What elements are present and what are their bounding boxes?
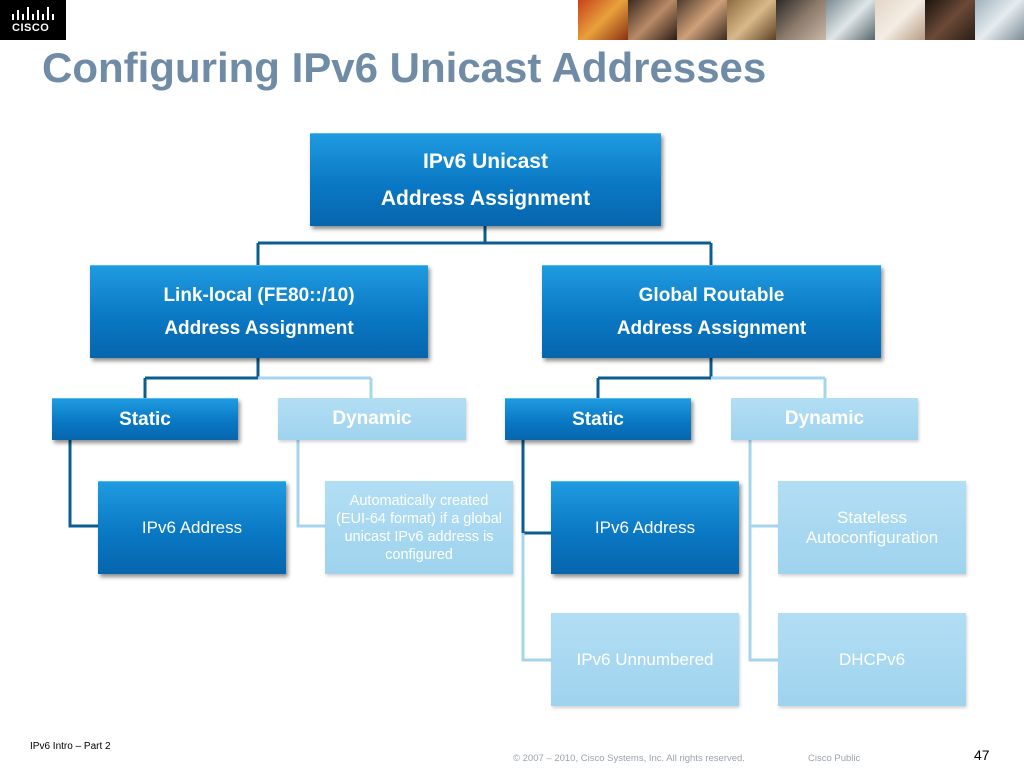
link-local-line2: Address Assignment	[164, 318, 354, 339]
link-local-dynamic-leaf-text: Automatically created (EUI-64 format) if…	[335, 492, 502, 563]
page-title: Configuring IPv6 Unicast Addresses	[42, 44, 767, 91]
global-dynamic-label: Dynamic	[784, 408, 865, 429]
logo-text: CISCO	[12, 22, 50, 34]
cisco-logo: CISCO	[0, 0, 66, 40]
photo-tile	[627, 0, 678, 40]
global-dynamic-leaf-dhcpv6: DHCPv6	[778, 613, 966, 706]
global-static-leaf-unnumbered: IPv6 Unnumbered	[551, 613, 739, 706]
global-routable-box: Global Routable Address Assignment	[542, 265, 881, 358]
photo-tile	[578, 0, 628, 40]
root-line2: Address Assignment	[380, 187, 591, 210]
footer-section-label: IPv6 Intro – Part 2	[30, 741, 111, 752]
link-local-dynamic-box: Dynamic	[278, 398, 466, 440]
photo-tile	[726, 0, 777, 40]
global-dynamic-leaf-slaac-text: Stateless Autoconfiguration	[805, 507, 939, 547]
global-static-leaf-unnumbered-text: IPv6 Unnumbered	[576, 649, 714, 669]
connector-link-local	[143, 358, 373, 398]
global-line2: Address Assignment	[616, 318, 807, 339]
root-line1: IPv6 Unicast	[423, 150, 548, 173]
footer-classification: Cisco Public	[808, 753, 861, 764]
global-static-box: Static	[505, 398, 691, 440]
connector-leaves	[68, 440, 778, 662]
photo-tile	[677, 0, 727, 40]
photo-tile	[924, 0, 975, 40]
global-dynamic-leaf-dhcpv6-text: DHCPv6	[838, 649, 906, 669]
global-static-label: Static	[572, 408, 624, 430]
header-photo-strip	[578, 0, 1024, 40]
link-local-static-box: Static	[52, 398, 238, 440]
link-local-static-label: Static	[119, 408, 171, 430]
link-local-static-leaf: IPv6 Address	[98, 481, 286, 574]
connector-global	[596, 358, 827, 398]
footer-copyright: © 2007 – 2010, Cisco Systems, Inc. All r…	[513, 753, 745, 764]
global-dynamic-box: Dynamic	[731, 398, 918, 440]
link-local-dynamic-leaf: Automatically created (EUI-64 format) if…	[325, 481, 513, 574]
link-local-box: Link-local (FE80::/10) Address Assignmen…	[90, 265, 428, 358]
cisco-bridge-icon	[12, 7, 54, 20]
link-local-line1: Link-local (FE80::/10)	[163, 285, 355, 306]
photo-tile	[825, 0, 876, 40]
photo-tile	[875, 0, 925, 40]
connector-root	[256, 226, 713, 265]
global-line1: Global Routable	[638, 285, 785, 306]
header-bar: CISCO	[0, 0, 1024, 40]
root-box: IPv6 Unicast Address Assignment	[310, 133, 661, 226]
photo-tile	[974, 0, 1024, 40]
global-dynamic-leaf-slaac: Stateless Autoconfiguration	[778, 481, 966, 574]
photo-tile	[776, 0, 826, 40]
global-static-leaf-address-text: IPv6 Address	[594, 518, 696, 537]
page-number: 47	[974, 747, 990, 763]
link-local-static-leaf-text: IPv6 Address	[141, 518, 243, 537]
global-static-leaf-address: IPv6 Address	[551, 481, 739, 574]
link-local-dynamic-label: Dynamic	[332, 408, 412, 429]
